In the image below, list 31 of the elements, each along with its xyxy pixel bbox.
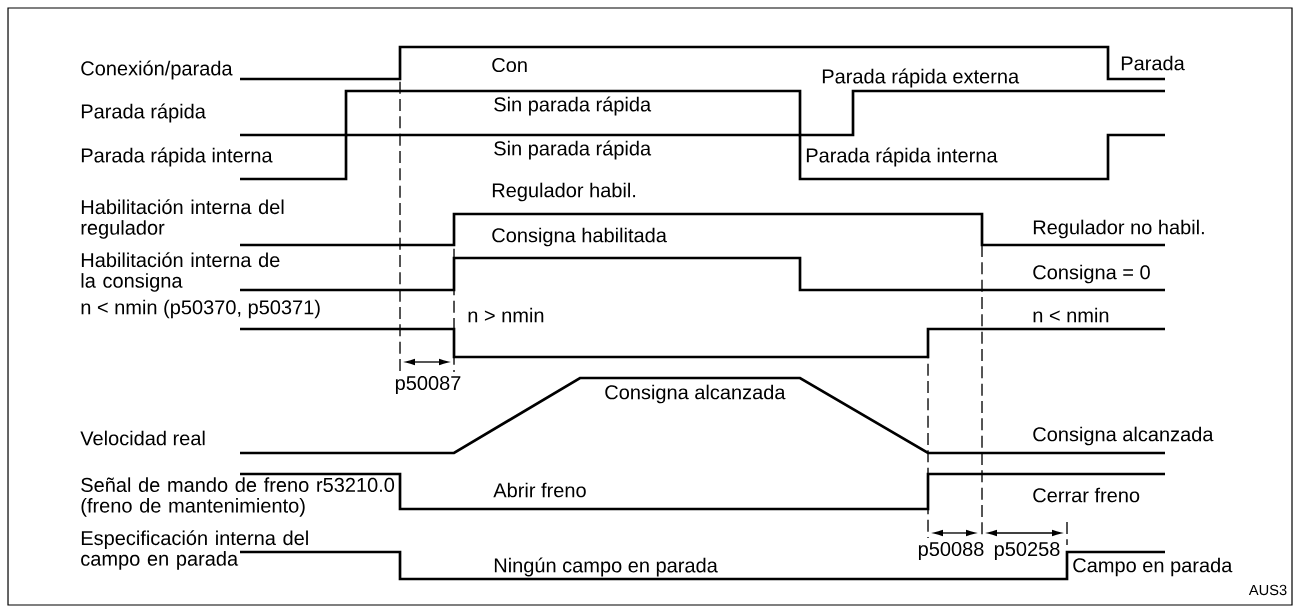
- state-label: Consigna habilitada: [492, 227, 667, 247]
- state-label: n > nmin: [468, 307, 544, 323]
- signal-name: Parada rápida: [81, 103, 206, 123]
- state-label: Ningún campo en parada: [494, 557, 718, 577]
- signal-name: Habilitación interna del regulador: [81, 199, 284, 239]
- state-label: Sin parada rápida: [494, 96, 652, 116]
- state-label: Con: [492, 57, 527, 73]
- state-label: Cerrar freno: [1033, 487, 1140, 503]
- figure-code: AUS3: [1248, 584, 1287, 596]
- signal-name: Parada rápida interna: [81, 147, 273, 167]
- state-label: Campo en parada: [1073, 557, 1233, 577]
- signal-name: n < nmin (p50370, p50371): [81, 299, 320, 319]
- state-label: Consigna = 0: [1033, 264, 1150, 284]
- signal-name: Habilitación interna de la consigna: [81, 252, 280, 292]
- state-label: Abrir freno: [493, 482, 586, 498]
- state-label: Sin parada rápida: [494, 140, 652, 160]
- signal-name: Conexión/parada: [81, 60, 233, 80]
- signal-name: Señal de mando de freno r53210.0 (freno de mantenimiento): [81, 477, 395, 517]
- state-label: Parada: [1121, 55, 1185, 71]
- state-label: Parada rápida externa: [822, 68, 1020, 88]
- parameter-label: p50088: [918, 541, 984, 561]
- state-label: Regulador habil.: [492, 182, 636, 202]
- state-label: Regulador no habil.: [1033, 219, 1204, 239]
- signal-name: Especificación interna del campo en parada: [81, 530, 308, 570]
- state-label: Parada rápida interna: [806, 147, 998, 167]
- state-label: Consigna alcanzada: [605, 384, 786, 404]
- state-label: n < nmin: [1033, 307, 1109, 323]
- parameter-label: p50087: [395, 375, 461, 395]
- state-label: Consigna alcanzada: [1033, 426, 1214, 446]
- parameter-label: p50258: [994, 541, 1060, 561]
- signal-name: Velocidad real: [80, 430, 205, 446]
